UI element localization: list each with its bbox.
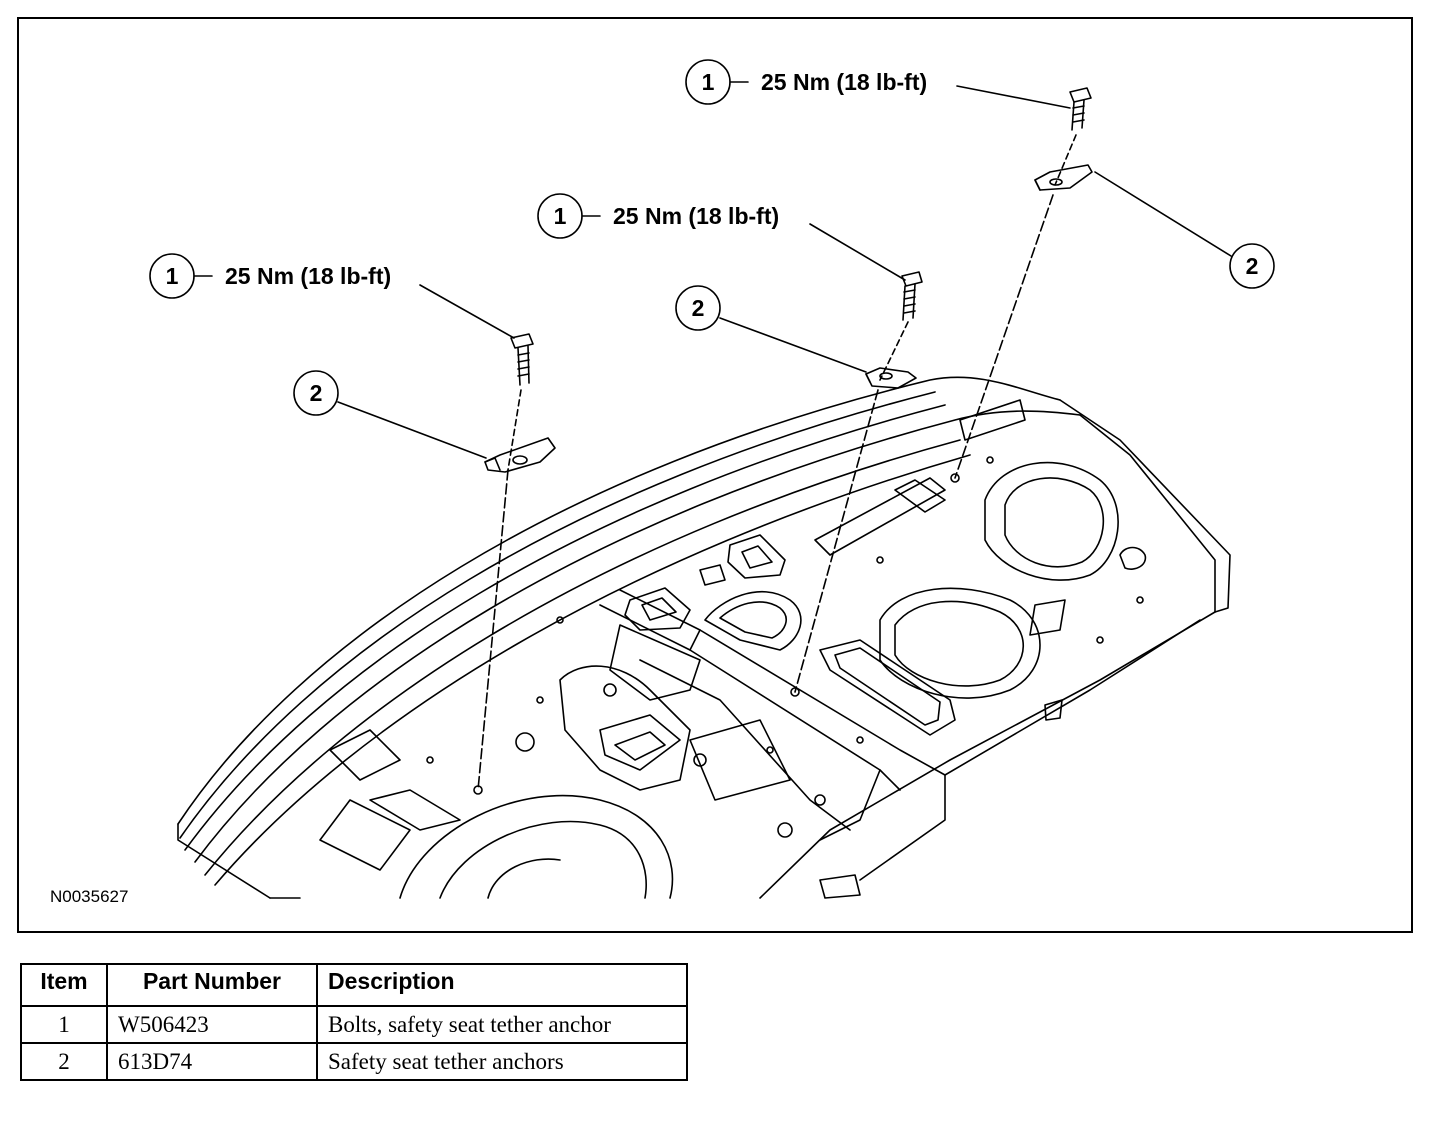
part-number-cell: W506423 [106, 1005, 318, 1044]
parts-legend-table: Item Part Number Description 1 W506423 B… [20, 963, 688, 1081]
callout-number: 1 [702, 69, 715, 95]
figure-frame [17, 17, 1413, 933]
callout-number: 2 [1246, 253, 1259, 279]
description-cell: Safety seat tether anchors [316, 1042, 688, 1081]
callout-number: 1 [166, 263, 179, 289]
part-number-cell: 613D74 [106, 1042, 318, 1081]
bolt-assembly-center [790, 271, 923, 697]
figure-reference-code: N0035627 [50, 887, 128, 906]
column-header-item: Item [20, 963, 108, 1007]
callout-markers [149, 59, 1275, 459]
item-number-cell: 2 [20, 1042, 108, 1081]
package-tray-panel [177, 376, 1231, 899]
torque-label: 25 Nm (18 lb-ft) [613, 203, 779, 229]
description-cell: Bolts, safety seat tether anchor [316, 1005, 688, 1044]
callout-number: 1 [554, 203, 567, 229]
torque-label: 25 Nm (18 lb-ft) [225, 263, 391, 289]
column-header-description: Description [316, 963, 688, 1007]
table-row: 1 W506423 Bolts, safety seat tether anch… [20, 1005, 688, 1044]
column-header-part-number: Part Number [106, 963, 318, 1007]
callout-number: 2 [310, 380, 323, 406]
bolt-assembly-right [950, 87, 1093, 483]
item-number-cell: 1 [20, 1005, 108, 1044]
torque-label: 25 Nm (18 lb-ft) [761, 69, 927, 95]
callout-number: 2 [692, 295, 705, 321]
table-row: 2 613D74 Safety seat tether anchors [20, 1042, 688, 1081]
bolt-assembly-left [473, 333, 556, 795]
table-header-row: Item Part Number Description [20, 963, 688, 1007]
diagram-illustration: 1 25 Nm (18 lb-ft) 1 25 Nm (18 lb-ft) 1 … [50, 59, 1275, 906]
